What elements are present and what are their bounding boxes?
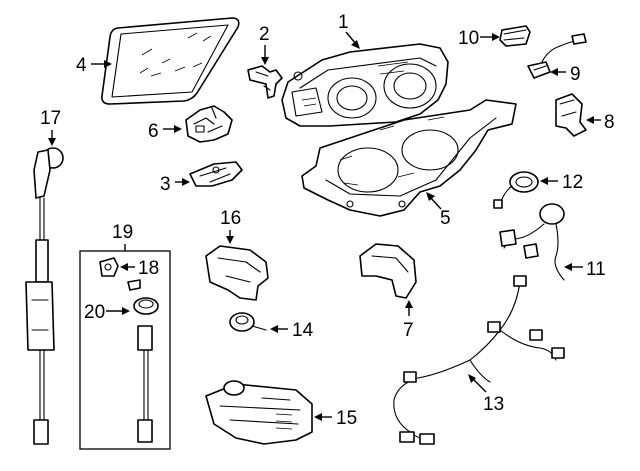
- part-17-cable: [25, 147, 64, 445]
- callout-label-3: 3: [160, 174, 171, 195]
- callout-19: 19: [112, 222, 133, 243]
- callout-label-7: 7: [403, 320, 414, 341]
- part-4-lens: [101, 17, 240, 105]
- callout-label-5: 5: [440, 208, 451, 229]
- part-16-bracket: [205, 245, 269, 301]
- callout-label-12: 12: [562, 172, 583, 193]
- callout-label-19: 19: [112, 222, 133, 243]
- callout-label-13: 13: [483, 394, 504, 415]
- callout-8: 8: [586, 112, 615, 133]
- part-5-bezel: [301, 99, 517, 217]
- callout-2: 2: [259, 24, 270, 65]
- part-18-clip: [99, 257, 141, 291]
- part-9-harness: [527, 33, 587, 79]
- callout-label-8: 8: [604, 112, 615, 133]
- callout-20: 20: [84, 302, 130, 323]
- callout-13: 13: [468, 374, 504, 415]
- part-11-harness: [499, 203, 565, 281]
- callout-label-14: 14: [292, 320, 314, 341]
- callout-label-15: 15: [336, 408, 357, 429]
- group-19-frame: [79, 244, 171, 450]
- callout-6: 6: [148, 121, 182, 142]
- callout-label-20: 20: [84, 302, 105, 323]
- callout-4: 4: [76, 55, 112, 76]
- callout-label-6: 6: [148, 121, 159, 142]
- callout-18: 18: [120, 258, 159, 279]
- part-20-cable: [133, 297, 159, 443]
- part-2-bracket: [247, 65, 283, 99]
- callout-label-11: 11: [586, 259, 606, 280]
- part-6-bracket: [185, 105, 233, 143]
- part-14-buzzer: [229, 312, 267, 332]
- part-10-cap: [499, 25, 531, 47]
- callout-label-2: 2: [259, 24, 270, 45]
- callout-17: 17: [40, 108, 61, 146]
- part-3-bracket: [189, 161, 243, 187]
- part-7-bracket: [359, 243, 417, 299]
- part-13-harness: [393, 275, 565, 445]
- callout-16: 16: [220, 208, 241, 244]
- callout-label-1: 1: [338, 12, 349, 33]
- part-15-module: [205, 380, 313, 445]
- callout-7: 7: [403, 300, 414, 341]
- callout-label-17: 17: [40, 108, 61, 129]
- callout-label-4: 4: [76, 55, 87, 76]
- callout-10: 10: [458, 28, 500, 49]
- callout-12: 12: [540, 172, 583, 193]
- callout-9: 9: [550, 64, 581, 85]
- callout-11: 11: [564, 259, 606, 280]
- callout-1: 1: [338, 12, 360, 49]
- callout-label-10: 10: [458, 28, 479, 49]
- callout-14: 14: [270, 320, 314, 341]
- part-1-cluster-housing: [281, 43, 449, 127]
- callout-3: 3: [160, 174, 190, 195]
- callout-label-16: 16: [220, 208, 241, 229]
- callout-label-9: 9: [570, 64, 581, 85]
- callout-15: 15: [314, 408, 357, 429]
- part-8-module: [555, 93, 587, 137]
- callout-label-18: 18: [138, 258, 159, 279]
- part-12-sensor: [493, 171, 539, 209]
- callout-5: 5: [426, 192, 451, 229]
